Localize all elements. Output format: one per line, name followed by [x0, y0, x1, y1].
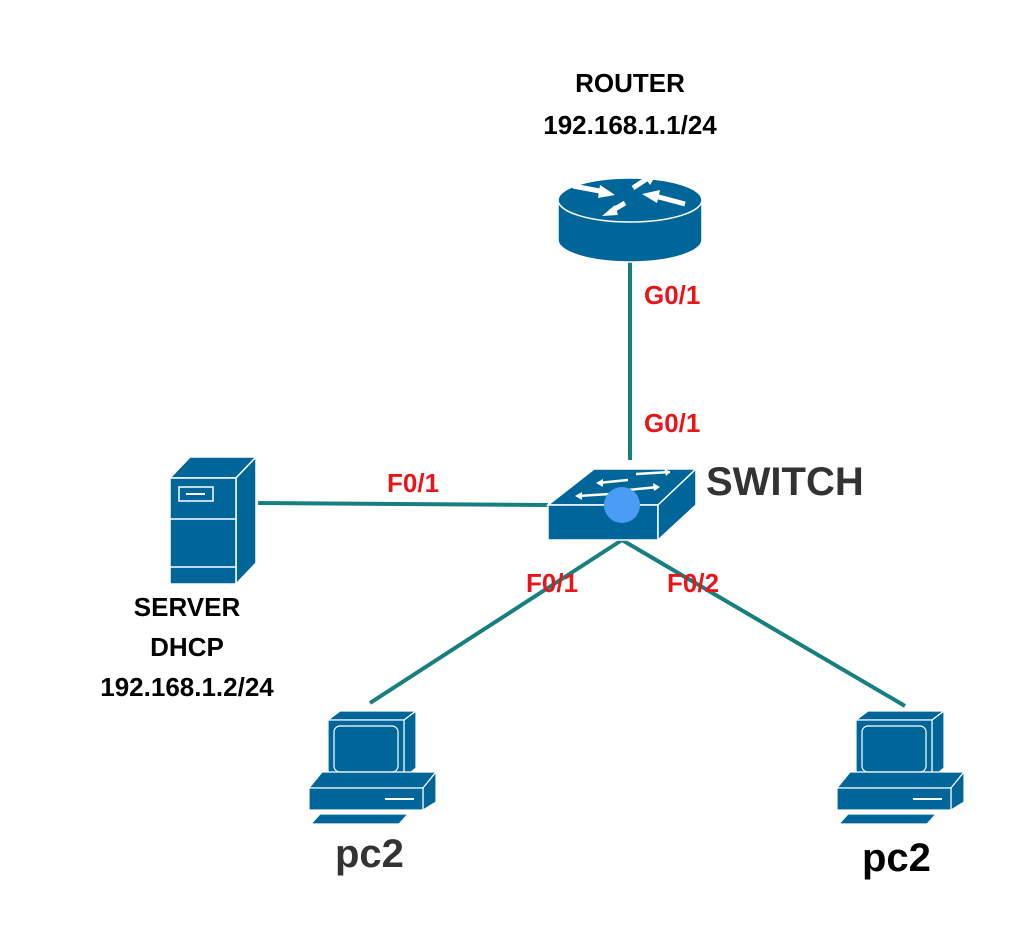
- port-label-server-f0-1: F0/1: [387, 468, 440, 498]
- link-switch-pc-left: [368, 538, 624, 705]
- pc-right-icon[interactable]: [835, 709, 966, 825]
- switch-name: SWITCH: [706, 460, 864, 504]
- pc-left-name: pc2: [335, 832, 404, 876]
- switch-status-dot: [604, 487, 640, 523]
- port-label-router-g0-1: G0/1: [644, 280, 701, 310]
- link-switch-pc-right: [620, 538, 907, 708]
- link-server-switch: [257, 501, 549, 507]
- server-role: DHCP: [150, 632, 224, 662]
- server-ip: 192.168.1.2/24: [100, 672, 274, 702]
- router-ip: 192.168.1.1/24: [543, 110, 717, 140]
- router-name: ROUTER: [575, 68, 685, 98]
- switch-icon[interactable]: [545, 467, 698, 542]
- port-label-pc-left-f0-1: F0/1: [526, 568, 579, 598]
- server-icon[interactable]: [168, 455, 258, 586]
- pc-right-name: pc2: [862, 836, 931, 880]
- router-icon[interactable]: [557, 172, 703, 263]
- port-label-pc-right-f0-2: F0/2: [667, 568, 720, 598]
- server-name: SERVER: [133, 592, 241, 622]
- port-label-switch-g0-1: G0/1: [644, 408, 701, 438]
- pc-left-icon[interactable]: [307, 709, 438, 825]
